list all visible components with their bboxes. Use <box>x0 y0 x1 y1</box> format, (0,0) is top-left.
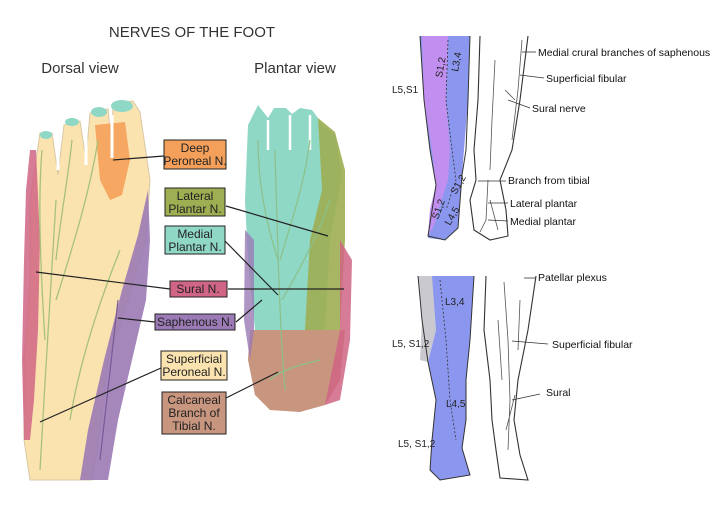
dorsal-toe-tip <box>65 118 79 126</box>
label-lateral-plantar: Lateral Plantar N. <box>164 187 226 217</box>
dorsal-toe-tip <box>40 131 52 139</box>
plantar-view-label: Plantar view <box>254 60 336 77</box>
plantar-lateral-region <box>305 118 345 330</box>
bottom-callout-lines <box>511 277 549 401</box>
label-medial-plantar: Medial Plantar N. <box>164 225 226 255</box>
bottom-callout-text: Sural <box>546 387 571 399</box>
diagram-title: NERVES OF THE FOOT <box>109 24 275 41</box>
dorsal-toe-gap <box>56 115 114 170</box>
bottom-leg-lumbar-region <box>428 276 474 480</box>
label-text: Medial <box>177 227 212 241</box>
label-text: Plantar N. <box>168 202 221 216</box>
top-callout-text: Sural nerve <box>532 103 586 115</box>
label-text: Tibial N. <box>172 419 216 433</box>
dorsal-toe-tip <box>111 100 133 112</box>
top-callout-text: Lateral plantar <box>510 198 578 210</box>
label-text: Lateral <box>177 189 214 203</box>
top-callout-text: Superficial fibular <box>546 73 627 85</box>
plantar-heel-region <box>248 330 345 412</box>
bottom-leg-outline <box>417 275 475 481</box>
bottom-leg-diagram: L3,4 L5, S1,2 L4,5 L5, S1,2 Patellar ple… <box>392 272 633 481</box>
label-superficial-peroneal: Superficial Peroneal N. <box>160 350 228 381</box>
dorsal-deep-peroneal-region <box>95 122 130 200</box>
bottom-leg-dotted-boundary <box>439 279 457 441</box>
plantar-foot <box>244 105 352 412</box>
top-leg-nerves <box>479 39 523 233</box>
label-text: Plantar N. <box>168 240 221 254</box>
dorsal-saphenous-branch <box>99 299 119 461</box>
bottom-segment-label: L4,5 <box>446 399 466 410</box>
bottom-segment-label: L3,4 <box>445 297 465 308</box>
top-leg-dotted-boundary <box>445 39 457 211</box>
top-callout-text: Medial plantar <box>510 216 576 228</box>
top-leg-diagram: L3,4 S1,2 L5,S1 S1,2 S1,2 L4,5 Medial cr… <box>392 35 710 241</box>
top-callout-text: Branch from tibial <box>508 175 590 187</box>
label-sural: Sural N. <box>169 280 228 298</box>
top-leg-back-outline <box>469 35 529 241</box>
label-deep-peroneal: Deep Peroneal N. <box>163 139 227 170</box>
dorsal-foot <box>22 100 151 481</box>
dorsal-sural-region <box>22 150 40 440</box>
plantar-saphenous-region <box>244 230 254 360</box>
bottom-segment-label: L5, S1,2 <box>392 339 430 350</box>
label-text: Superficial <box>166 352 222 366</box>
bottom-leg-nerves <box>497 281 521 451</box>
plantar-sural-region <box>325 240 352 405</box>
label-text: Sural N. <box>176 282 219 296</box>
label-text: Deep <box>181 141 210 155</box>
top-leg-outline <box>419 35 471 241</box>
leader-lines <box>35 155 344 423</box>
dorsal-saphenous-region <box>80 190 150 480</box>
top-segment-label: L3,4 <box>450 51 464 73</box>
dorsal-toe-tip <box>91 107 107 117</box>
top-callout-text: Medial crural branches of saphenous <box>538 47 710 59</box>
label-text: Peroneal N. <box>163 154 226 168</box>
bottom-leg-back-outline <box>483 275 537 481</box>
bottom-segment-label: L5, S1,2 <box>398 439 436 450</box>
bottom-callout-text: Superficial fibular <box>552 339 633 351</box>
label-text: Branch of <box>168 406 220 420</box>
top-segment-label: S1,2 <box>434 56 448 79</box>
label-calcaneal-branch: Calcaneal Branch of Tibial N. <box>161 391 227 435</box>
top-leg-sacral-region <box>422 36 450 236</box>
top-callout-lines <box>478 51 545 222</box>
label-text: Saphenous N. <box>157 315 233 329</box>
top-segment-label: L5,S1 <box>392 85 419 96</box>
label-text: Calcaneal <box>167 393 220 407</box>
bottom-callout-text: Patellar plexus <box>538 272 607 284</box>
dorsal-view-label: Dorsal view <box>41 60 119 77</box>
dorsal-nerve-branches <box>39 139 121 471</box>
label-text: Peroneal N. <box>162 365 225 379</box>
label-saphenous: Saphenous N. <box>154 313 236 331</box>
